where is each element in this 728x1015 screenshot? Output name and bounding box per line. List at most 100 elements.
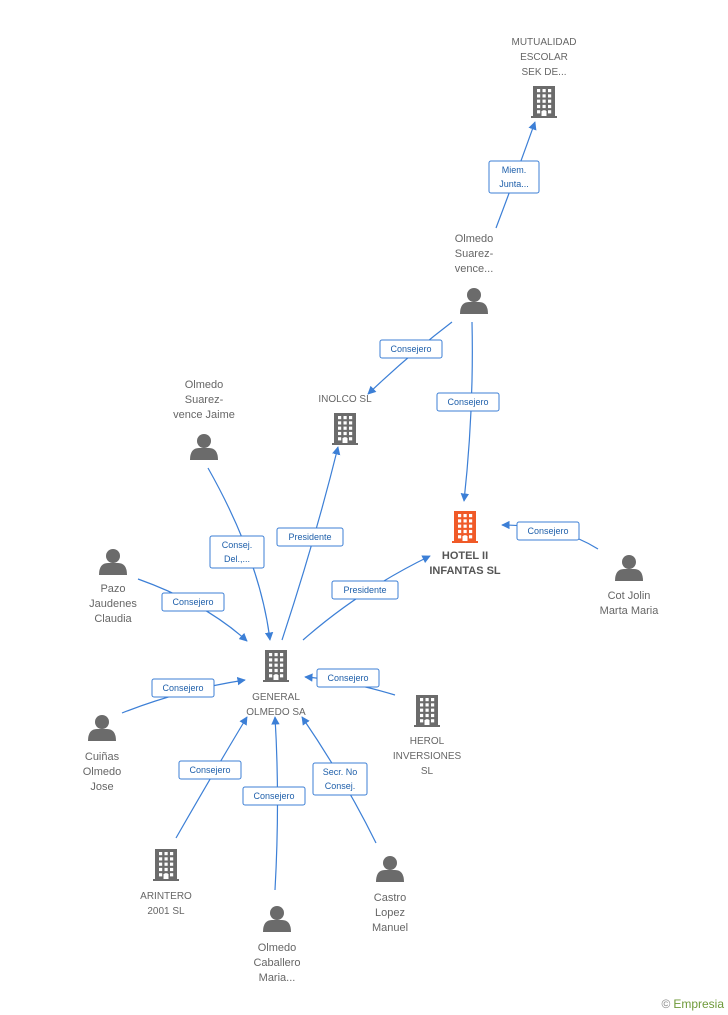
edge-label-box <box>161 592 225 612</box>
edge-label-box <box>436 392 500 412</box>
node-label: Olmedo <box>185 379 224 391</box>
node-label: MUTUALIDAD <box>511 37 576 48</box>
node-label: ESCOLAR <box>520 52 568 63</box>
node-mutualidad[interactable]: MUTUALIDAD ESCOLAR SEK DE... <box>511 37 577 118</box>
edge-label-box <box>331 580 399 600</box>
node-label: vence Jaime <box>173 409 235 421</box>
node-label: Cot Jolin <box>608 590 651 602</box>
edge-label-text: Consejero <box>172 597 213 607</box>
node-label: OLMEDO SA <box>246 707 306 718</box>
building-icon <box>452 511 478 543</box>
node-label: vence... <box>455 263 494 275</box>
edge-label-text: Consej. <box>325 781 356 791</box>
edge-label-e6[interactable]: Presidente <box>331 580 399 600</box>
edge-label-e1[interactable]: Miem. Junta... <box>488 160 540 194</box>
node-label: HEROL <box>410 736 445 747</box>
edge-label-box <box>151 678 215 698</box>
building-icon <box>414 695 440 727</box>
node-label: Olmedo <box>83 766 122 778</box>
edge-label-e8[interactable]: Consejero <box>161 592 225 612</box>
node-label: Maria... <box>259 972 296 984</box>
node-label: Manuel <box>372 922 408 934</box>
edge-label-text: Presidente <box>288 532 331 542</box>
node-label: Lopez <box>375 907 405 919</box>
edge-label-text: Del.,... <box>224 554 250 564</box>
node-hotel[interactable]: HOTEL II INFANTAS SL <box>429 511 501 577</box>
edge-label-text: Consejero <box>527 526 568 536</box>
person-icon <box>460 288 488 314</box>
edge-label-e5[interactable]: Presidente <box>276 527 344 547</box>
node-label: Jose <box>90 781 113 793</box>
node-label: Marta Maria <box>600 605 660 617</box>
edge-label-text: Consejero <box>447 397 488 407</box>
edge-label-box <box>242 786 306 806</box>
node-label: HOTEL II <box>442 550 488 562</box>
edge-label-box <box>516 521 580 541</box>
person-icon <box>99 549 127 575</box>
node-label: Pazo <box>100 583 125 595</box>
edge-label-e2[interactable]: Consejero <box>379 339 443 359</box>
edge-label-e12[interactable]: Consejero <box>242 786 306 806</box>
node-label: Castro <box>374 892 406 904</box>
node-label: INFANTAS SL <box>429 565 501 577</box>
building-icon <box>153 849 179 881</box>
edge-label-box <box>276 527 344 547</box>
edge-label-text: Junta... <box>499 179 529 189</box>
edge-label-e7[interactable]: Consej. Del.,... <box>209 535 265 569</box>
node-label: Olmedo <box>258 942 297 954</box>
node-label: Suarez- <box>455 248 494 260</box>
node-olmedo_cab[interactable]: OlmedoCaballeroMaria... <box>253 906 301 984</box>
node-label: Claudia <box>94 613 132 625</box>
node-label: Caballero <box>253 957 300 969</box>
edge-label-box <box>316 668 380 688</box>
node-label: Olmedo <box>455 233 494 245</box>
node-olmedo_sv[interactable]: OlmedoSuarez-vence... <box>455 233 494 314</box>
edge-label-text: Consejero <box>390 344 431 354</box>
person-icon <box>88 715 116 741</box>
node-label: INVERSIONES <box>393 751 462 762</box>
edge-label-e3[interactable]: Consejero <box>436 392 500 412</box>
edge-label-text: Consejero <box>189 765 230 775</box>
node-label: ARINTERO <box>140 891 192 902</box>
edge-label-layer: Miem.Junta...ConsejeroConsejeroConsejero… <box>151 160 580 806</box>
edge-label-text: Miem. <box>502 165 527 175</box>
node-label: SL <box>421 766 434 777</box>
edge-label-text: Consejero <box>327 673 368 683</box>
person-icon <box>615 555 643 581</box>
building-icon <box>531 86 557 118</box>
node-label: SEK DE... <box>521 67 566 78</box>
node-label: INOLCO SL <box>318 394 372 405</box>
building-icon <box>263 650 289 682</box>
node-label: Cuiñas <box>85 751 120 763</box>
edge-label-text: Consejero <box>253 791 294 801</box>
edge-label-box <box>312 762 368 796</box>
empresia-watermark[interactable]: ©Empresia <box>661 997 724 1011</box>
copyright-symbol: © <box>661 997 671 1011</box>
edge-label-e4[interactable]: Consejero <box>516 521 580 541</box>
person-icon <box>263 906 291 932</box>
edge-label-e9[interactable]: Consejero <box>151 678 215 698</box>
edge-label-text: Consejero <box>162 683 203 693</box>
edge-label-e11[interactable]: Consejero <box>178 760 242 780</box>
edge-label-box <box>488 160 540 194</box>
edge-label-e10[interactable]: Consejero <box>316 668 380 688</box>
node-inolco[interactable]: INOLCO SL <box>318 394 372 445</box>
node-label: Jaudenes <box>89 598 137 610</box>
node-herol[interactable]: HEROL INVERSIONES SL <box>393 695 462 777</box>
node-label: Suarez- <box>185 394 224 406</box>
edge-label-text: Presidente <box>343 585 386 595</box>
edge-label-text: Consej. <box>222 540 253 550</box>
building-icon <box>332 413 358 445</box>
person-icon <box>376 856 404 882</box>
edge-label-box <box>379 339 443 359</box>
